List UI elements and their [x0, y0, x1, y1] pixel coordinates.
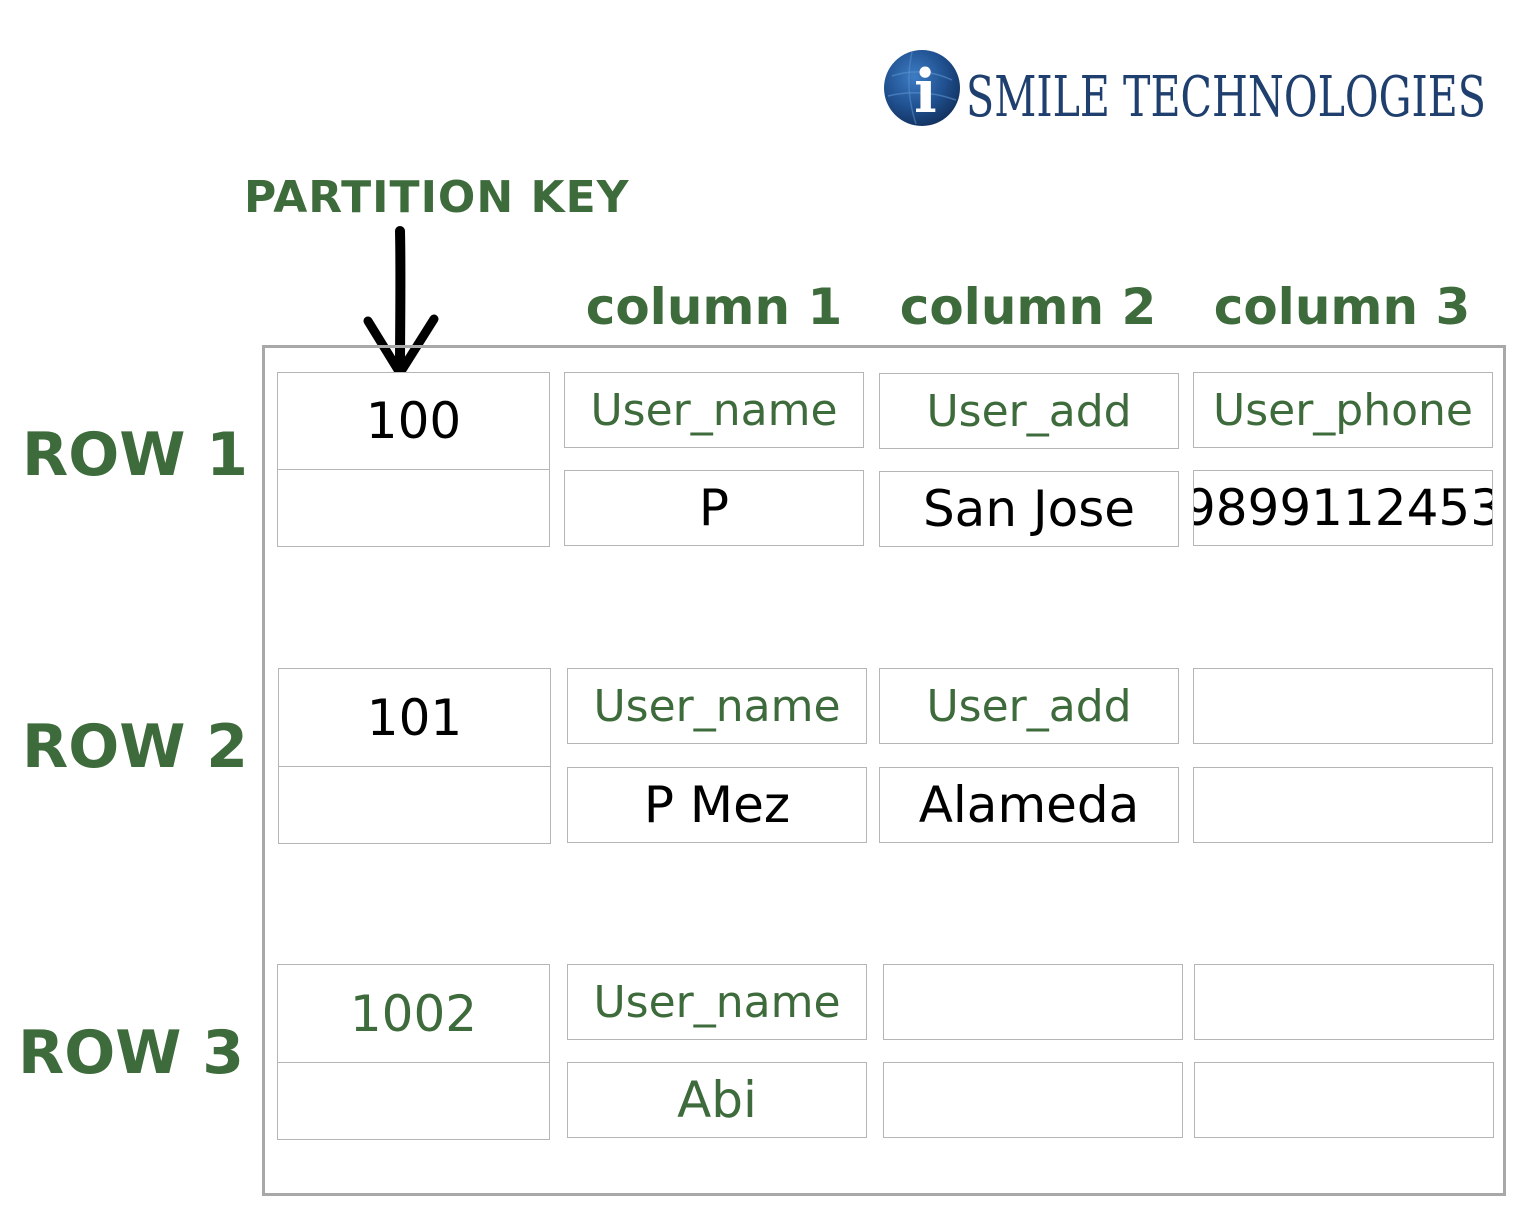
- globe-icon: [884, 50, 960, 126]
- row-label-3: ROW 3: [18, 1018, 245, 1088]
- partition-key-empty-cell: [277, 1062, 550, 1140]
- partition-key-label: PARTITION KEY: [244, 172, 630, 223]
- column-value-cell: San Jose: [879, 471, 1179, 547]
- partition-key-empty-cell: [278, 766, 551, 844]
- column-value-cell: P: [564, 470, 864, 546]
- column-name-cell: [1193, 668, 1493, 744]
- row-label-2: ROW 2: [22, 712, 249, 782]
- column-name-cell: User_add: [879, 668, 1179, 744]
- column-value-cell: [1194, 1062, 1494, 1138]
- column-value-cell: Abi: [567, 1062, 867, 1138]
- logo-letter: i: [914, 57, 937, 127]
- table-frame: [262, 345, 1506, 1196]
- column-value-cell: Alameda: [879, 767, 1179, 843]
- column-value-cell: P Mez: [567, 767, 867, 843]
- row-label-1: ROW 1: [22, 420, 249, 490]
- column-value-cell: [1193, 767, 1493, 843]
- column-value-cell: 9899112453: [1193, 470, 1493, 546]
- partition-key-cell: 1002: [277, 964, 550, 1063]
- column-header-2: column 2: [899, 278, 1157, 336]
- column-name-cell: [883, 964, 1183, 1040]
- partition-key-cell: 100: [277, 372, 550, 470]
- partition-key-empty-cell: [277, 469, 550, 547]
- column-name-cell: User_name: [567, 668, 867, 744]
- company-logo: i SMILE TECHNOLOGIES: [882, 46, 1502, 130]
- column-name-cell: User_name: [564, 372, 864, 448]
- column-name-cell: User_phone: [1193, 372, 1493, 448]
- column-value-cell: [883, 1062, 1183, 1138]
- partition-key-cell: 101: [278, 668, 551, 767]
- column-name-cell: [1194, 964, 1494, 1040]
- column-name-cell: User_name: [567, 964, 867, 1040]
- logo-text: SMILE TECHNOLOGIES: [966, 65, 1486, 130]
- column-header-1: column 1: [585, 278, 843, 336]
- column-name-cell: User_add: [879, 373, 1179, 449]
- column-header-3: column 3: [1213, 278, 1471, 336]
